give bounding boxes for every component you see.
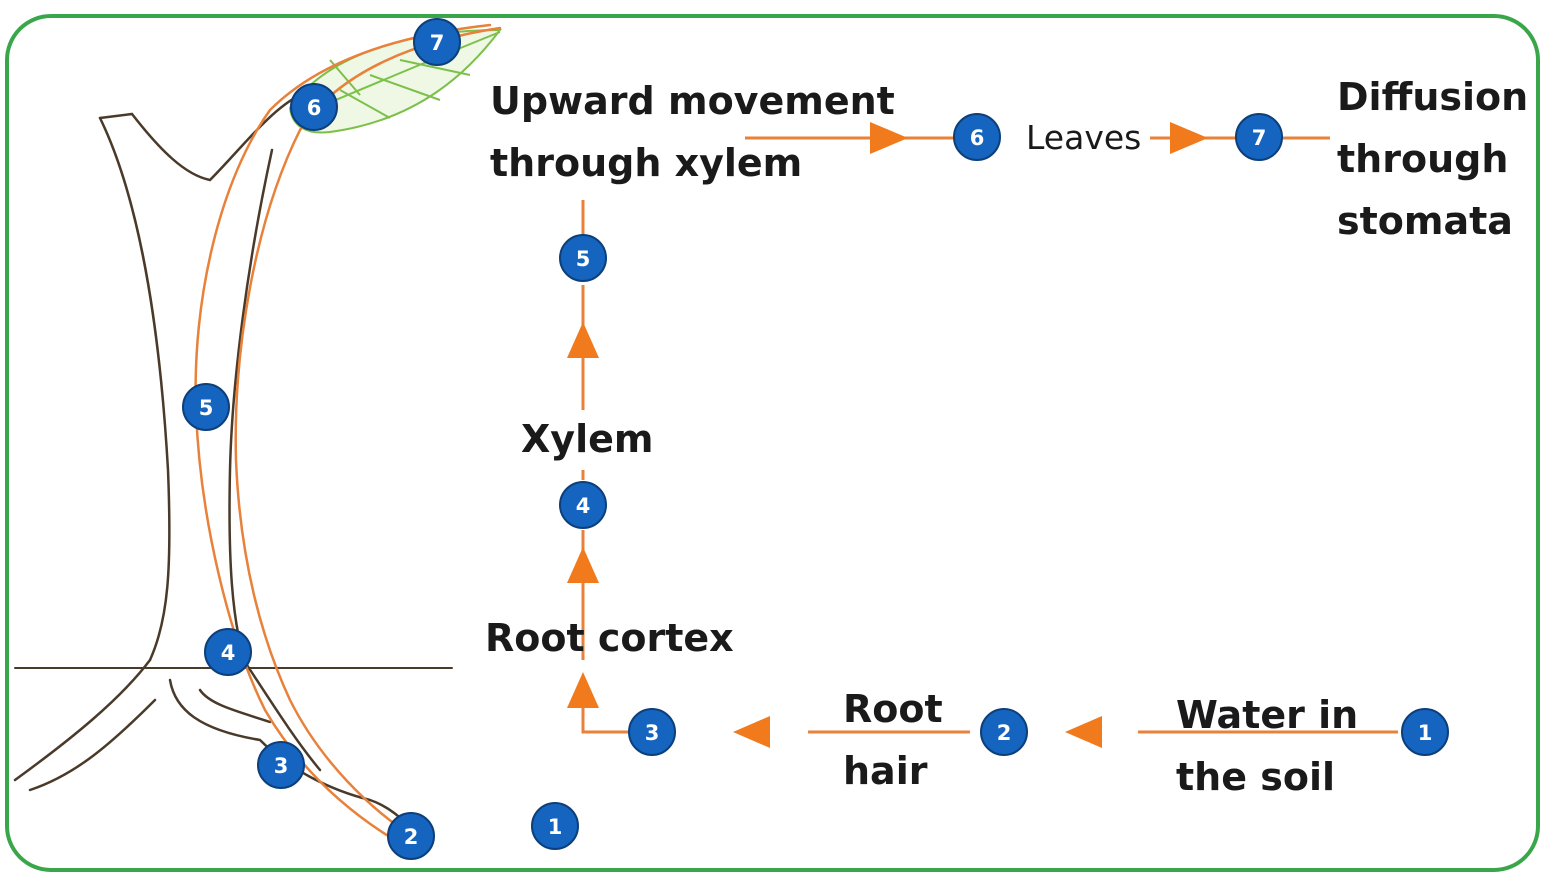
arrow-leaves-to-7 [1170, 122, 1208, 154]
step-badge-number: 6 [970, 126, 985, 150]
step-badge-4: 4 [560, 482, 606, 528]
step-badge-6: 6 [954, 114, 1000, 160]
label-water-in-soil: Water in the soil [1176, 684, 1358, 808]
trunk-left-outline [100, 118, 169, 660]
label-root-cortex: Root cortex [485, 607, 734, 669]
step-badge-1: 1 [532, 803, 578, 849]
step-badge-2: 2 [981, 709, 1027, 755]
step-badge-number: 5 [199, 396, 214, 420]
step-badge-7: 7 [1236, 114, 1282, 160]
step-badge-number: 1 [1418, 721, 1433, 745]
step-badge-number: 4 [576, 494, 591, 518]
water-path [196, 25, 500, 848]
step-badge-number: 1 [548, 815, 563, 839]
label-leaves: Leaves [1022, 118, 1145, 158]
label-upward-line1: Upward movement [490, 70, 895, 132]
water-path-inner [236, 28, 500, 840]
arrow-xylem-to-5 [567, 322, 599, 358]
label-diffusion: Diffusion through stomata [1337, 66, 1528, 252]
step-badge-number: 4 [221, 641, 236, 665]
label-water-in-soil-line2: the soil [1176, 746, 1358, 808]
label-diffusion-line3: stomata [1337, 190, 1528, 252]
label-water-in-soil-line1: Water in [1176, 684, 1358, 746]
root-left2-outline [30, 700, 155, 790]
label-upward-movement: Upward movement through xylem [490, 70, 895, 194]
branch-outline [100, 95, 300, 180]
arrow-cortex-to-4 [567, 547, 599, 583]
step-badge-number: 3 [645, 721, 660, 745]
arrow-3-to-cortex [567, 672, 599, 708]
label-diffusion-line2: through [1337, 128, 1528, 190]
step-badge-1: 1 [1402, 709, 1448, 755]
step-badge-number: 7 [1252, 126, 1267, 150]
label-root-hair-line2: hair [843, 740, 943, 802]
step-badge-3: 3 [258, 742, 304, 788]
label-diffusion-line1: Diffusion [1337, 66, 1528, 128]
step-badge-number: 2 [404, 825, 419, 849]
step-badge-number: 5 [576, 247, 591, 271]
step-badge-number: 3 [274, 754, 289, 778]
step-badge-3: 3 [629, 709, 675, 755]
step-badge-number: 6 [307, 96, 322, 120]
step-badge-5: 5 [560, 235, 606, 281]
step-badge-6: 6 [291, 84, 337, 130]
step-badge-2: 2 [388, 813, 434, 859]
label-root-hair-line1: Root [843, 678, 943, 740]
label-xylem: Xylem [521, 408, 653, 470]
step-badge-number: 2 [997, 721, 1012, 745]
step-badge-number: 7 [430, 31, 445, 55]
label-root-hair: Root hair [843, 678, 943, 802]
root-inner-outline [200, 690, 270, 722]
step-badge-4: 4 [205, 629, 251, 675]
arrow-1-to-2 [1065, 716, 1102, 748]
tree-illustration [15, 95, 452, 825]
label-upward-line2: through xylem [490, 132, 895, 194]
step-badge-5: 5 [183, 384, 229, 430]
step-badge-7: 7 [414, 19, 460, 65]
arrow-2-to-3 [733, 716, 770, 748]
